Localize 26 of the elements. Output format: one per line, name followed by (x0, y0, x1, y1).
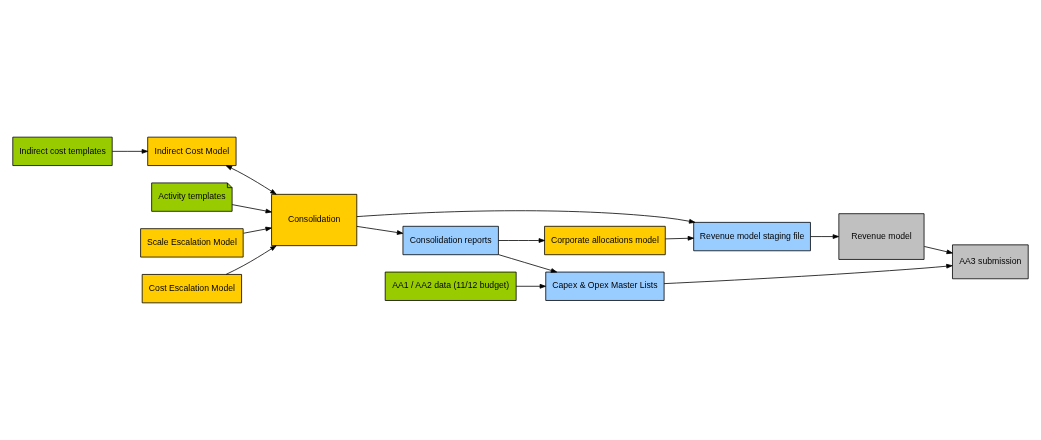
arrow (498, 254, 558, 273)
arrow (663, 263, 953, 285)
arrow (515, 283, 546, 289)
node-box: Cost Escalation Model (141, 274, 242, 304)
node-box: Indirect Cost Model (147, 136, 237, 166)
arrow (231, 204, 272, 214)
arrow (356, 226, 404, 235)
node-box: AA1 / AA2 data (11/12 budget) (384, 271, 517, 301)
node-box: Revenue model staging file (693, 221, 811, 252)
node-box: Indirect cost templates (12, 136, 113, 166)
node-box: Consolidation (271, 193, 358, 247)
node-box: Consolidation reports (402, 225, 499, 256)
arrow (923, 246, 953, 255)
arrow (664, 235, 694, 241)
node-box: Corporate allocations model (544, 225, 666, 256)
arrow (243, 226, 272, 234)
node-box: Scale Escalation Model (140, 228, 244, 258)
node-box: AA3 submission (952, 244, 1029, 280)
arrow (498, 238, 545, 243)
arrow (810, 234, 839, 239)
arrow (356, 210, 696, 224)
arrow (225, 245, 277, 275)
node-box: Revenue model (838, 213, 925, 260)
arrow (111, 149, 148, 154)
arrow (225, 165, 277, 195)
node-box: Capex & Opex Master Lists (545, 271, 665, 301)
